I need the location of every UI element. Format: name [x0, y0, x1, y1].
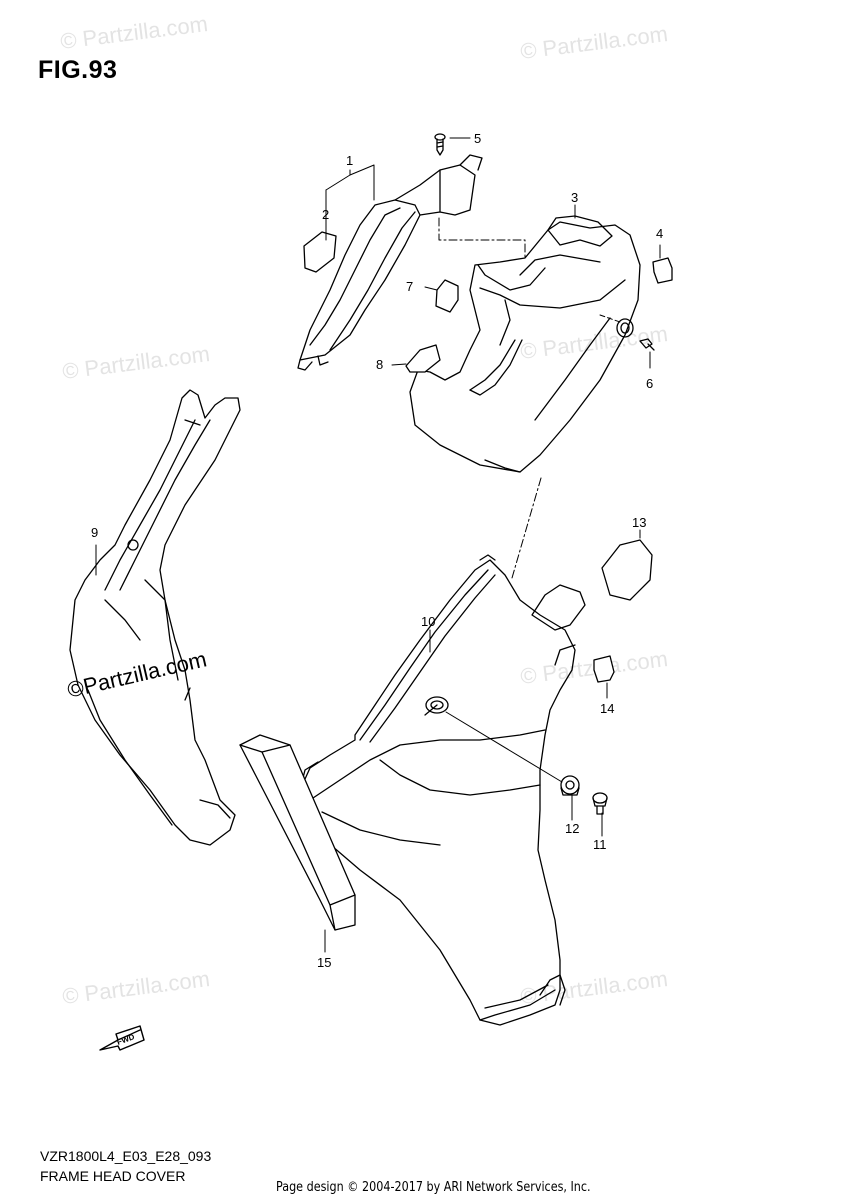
callout-3: 3	[571, 190, 579, 205]
callout-11: 11	[593, 837, 607, 852]
part-13-pad[interactable]	[601, 539, 653, 601]
callout-8: 8	[376, 357, 384, 372]
part-6-fastener[interactable]	[616, 318, 655, 351]
part-5-screw[interactable]	[434, 133, 446, 156]
callout-14: 14	[600, 701, 615, 716]
callout-15: 15	[317, 955, 332, 970]
figure-title: FIG.93	[38, 56, 118, 84]
callout-12: 12	[565, 821, 580, 836]
leader-lines	[95, 137, 661, 953]
part-15-strip[interactable]	[239, 734, 356, 931]
part-12-grommet[interactable]	[560, 775, 580, 796]
part-3-upper-cover[interactable]	[409, 215, 641, 473]
callout-9: 9	[91, 525, 99, 540]
callout-13: 13	[632, 515, 647, 530]
part-7-pad[interactable]	[435, 279, 459, 313]
part-4-pad[interactable]	[652, 257, 673, 284]
part-10-head-cover[interactable]	[299, 554, 586, 1026]
callout-10: 10	[421, 614, 436, 629]
callout-7: 7	[406, 279, 414, 294]
part-1-cover[interactable]	[297, 154, 483, 371]
figure-name: FRAME HEAD COVER	[40, 1168, 186, 1184]
fwd-arrow-icon: FWD	[99, 1025, 145, 1051]
part-14-pad[interactable]	[593, 655, 615, 683]
callout-4: 4	[656, 226, 664, 241]
callout-6: 6	[646, 376, 654, 391]
callout-5: 5	[474, 131, 482, 146]
figure-code: VZR1800L4_E03_E28_093	[40, 1148, 212, 1164]
part-9-side-cover[interactable]	[69, 389, 241, 846]
page-credit: Page design © 2004-2017 by ARI Network S…	[276, 1180, 591, 1195]
part-11-screw[interactable]	[592, 792, 608, 815]
callout-2: 2	[322, 207, 330, 222]
part-8-pad[interactable]	[405, 344, 441, 373]
callout-1: 1	[346, 153, 354, 168]
part-2-pad[interactable]	[303, 231, 337, 273]
